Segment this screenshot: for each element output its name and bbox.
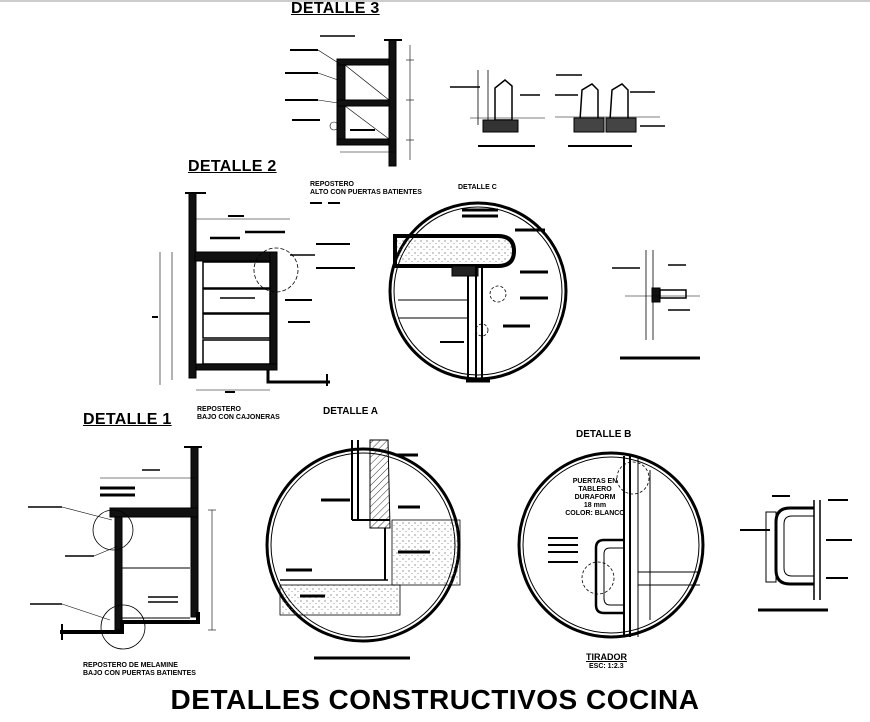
detalle-1-caption-line2: BAJO CON CAJONERAS [197,414,280,421]
detalle-2-caption-line2: ALTO CON PUERTAS BATIENTES [310,189,422,196]
detalle-b-title: DETALLE B [576,429,632,440]
detalle-b-callout-line4: 18 mm [583,502,607,509]
detalle-1-caption-line1: REPOSTERO [197,406,241,413]
detalle-b-callout-line1: PUERTAS EN [572,478,618,485]
profile-detail-1 [450,70,545,147]
detalle-b-callout-line2: TABLERO [578,486,612,493]
detalle-1-drawing [28,446,216,650]
detalle-a-drawing [265,439,461,660]
detalle-b-callout-line3: DURAFORM [574,494,616,501]
sheet-main-title: DETALLES CONSTRUCTIVOS COCINA [170,684,700,715]
wall-section-detail [612,250,700,360]
detalle-c-drawing [388,201,568,383]
detalle-1-title: DETALLE 1 [83,411,172,428]
detalle-2-caption-line1: REPOSTERO [310,181,354,188]
tirador-drawing [740,495,852,612]
detalle-3-title: DETALLE 3 [291,0,380,17]
detalle-c-title: DETALLE C [458,184,497,191]
detalle-2-title: DETALLE 2 [188,158,277,175]
detalle-a-title: DETALLE A [323,406,378,417]
detalle-2-drawing [152,192,355,393]
profile-detail-2 [555,74,665,147]
detalle-1-bottom-caption-line1: REPOSTERO DE MELAMINE [83,662,178,669]
detalle-b-drawing [517,451,705,639]
tirador-scale: ESC: 1:2.3 [589,663,624,670]
tirador-title: TIRADOR [586,652,627,662]
detalle-3-drawing [285,35,414,167]
detalle-b-callout-line5: COLOR: BLANCO [565,510,625,517]
detalle-1-bottom-caption-line2: BAJO CON PUERTAS BATIENTES [83,670,196,677]
